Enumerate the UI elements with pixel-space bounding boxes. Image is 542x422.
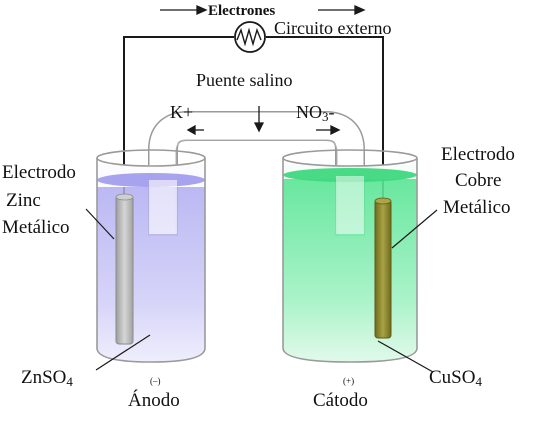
svg-text:Cobre: Cobre — [455, 170, 501, 191]
electron-flow-arrows — [160, 4, 366, 16]
svg-text:Electrodo: Electrodo — [441, 144, 515, 165]
electrons-label: Electrones — [208, 3, 275, 19]
cation-label: K+ — [170, 102, 193, 122]
salt-bridge-label: Puente salino — [196, 70, 293, 90]
copper-electrode-rod — [374, 197, 392, 339]
ion-flow-arrows — [186, 106, 341, 136]
anode-label: Ánodo — [128, 389, 180, 411]
anode-sign: (–) — [150, 376, 161, 386]
zinc-electrode-label: Electrodo Zinc Metálico — [2, 162, 76, 238]
svg-text:Zinc: Zinc — [6, 190, 41, 211]
zinc-solution-label: ZnSO4 — [21, 367, 73, 389]
cathode-sign: (+) — [343, 376, 354, 386]
cathode-label: Cátodo — [313, 390, 368, 411]
anion-label: NO3- — [296, 102, 335, 124]
svg-text:Metálico: Metálico — [443, 197, 511, 218]
svg-text:Metálico: Metálico — [2, 217, 70, 238]
bulb-symbol — [234, 21, 266, 53]
external-circuit-wire — [123, 36, 384, 200]
leader-lines — [85, 208, 438, 373]
copper-solution-label: CuSO4 — [429, 367, 482, 389]
copper-electrode-label: Electrodo Cobre Metálico — [441, 144, 515, 218]
zinc-electrode-rod — [115, 193, 134, 345]
svg-text:Electrodo: Electrodo — [2, 162, 76, 183]
external-circuit-label: Circuito externo — [274, 18, 391, 38]
salt-bridge-ends — [149, 176, 364, 234]
